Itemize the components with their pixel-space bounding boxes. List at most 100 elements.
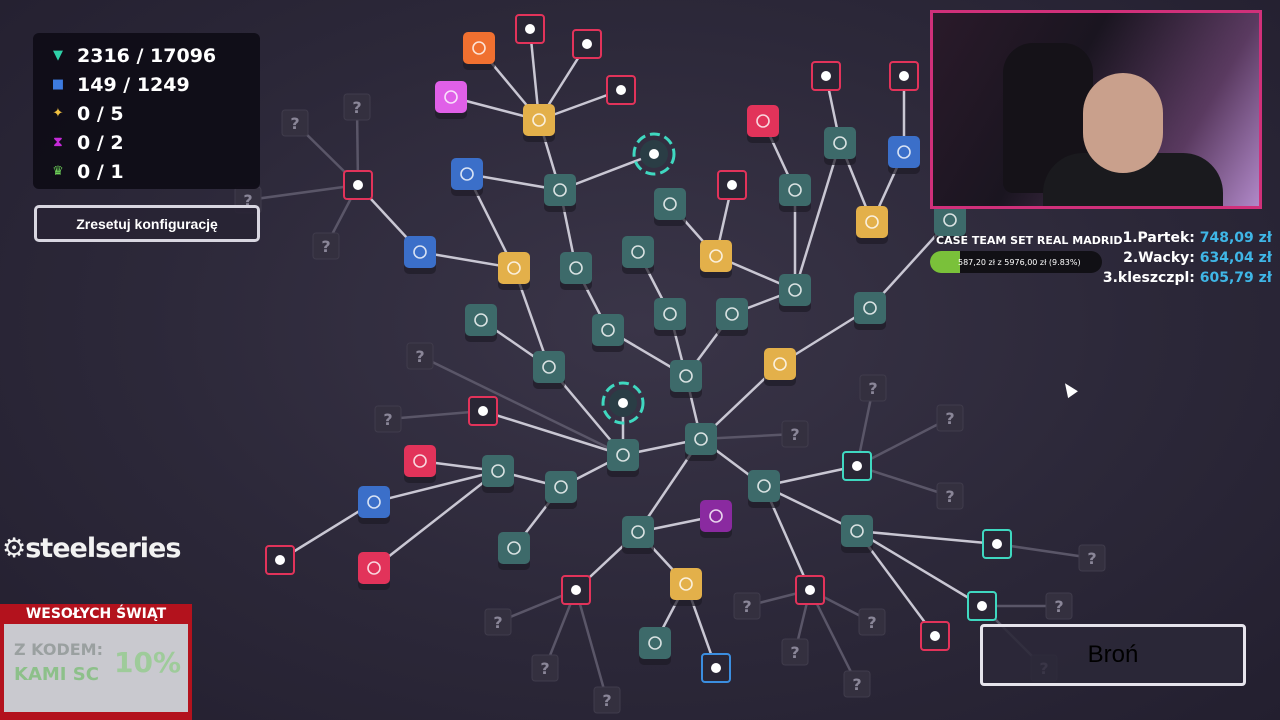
skill-icon (616, 448, 630, 462)
locked-node[interactable] (843, 670, 871, 698)
skill-icon (413, 245, 427, 259)
active-node-ring (601, 381, 645, 425)
skill-icon (569, 261, 583, 275)
skill-node-t5[interactable] (560, 252, 592, 284)
stat-row: ⧗0 / 2 (51, 128, 260, 157)
leaderboard-row: 3.kleszczpl: 605,79 zł (1102, 270, 1272, 286)
skill-icon (413, 454, 427, 468)
reset-config-button[interactable]: Zresetuj konfigurację (34, 205, 260, 242)
skill-node-b2[interactable] (451, 158, 483, 190)
skill-icon (821, 71, 831, 81)
webcam-overlay (930, 10, 1262, 209)
locked-node[interactable] (936, 404, 964, 432)
locked-node[interactable] (343, 93, 371, 121)
skill-node-t23[interactable] (639, 627, 671, 659)
skill-node-g3[interactable] (700, 240, 732, 272)
skill-node-r3[interactable] (358, 552, 390, 584)
skill-icon (460, 167, 474, 181)
locked-node[interactable] (781, 420, 809, 448)
stat-value: 149 / 1249 (77, 73, 190, 96)
skill-node-t22[interactable] (498, 532, 530, 564)
locked-node[interactable] (312, 232, 340, 260)
skill-node-t13[interactable] (533, 351, 565, 383)
locked-node[interactable] (1045, 592, 1073, 620)
green-crown-icon: ♛ (52, 164, 64, 179)
skill-icon (582, 39, 592, 49)
locked-node-label: ? (493, 613, 502, 632)
locked-node[interactable] (733, 592, 761, 620)
locked-node[interactable] (593, 686, 621, 714)
skill-node-r2[interactable] (404, 445, 436, 477)
skill-node-t7[interactable] (592, 314, 624, 346)
skill-node-t15[interactable] (685, 423, 717, 455)
skill-node-t8[interactable] (654, 298, 686, 330)
skill-icon (554, 480, 568, 494)
skill-node-t16[interactable] (607, 439, 639, 471)
skill-node-t6[interactable] (622, 236, 654, 268)
tree-connection (373, 469, 499, 504)
skill-icon (472, 41, 486, 55)
skill-node-b4[interactable] (358, 486, 390, 518)
skill-icon (943, 213, 957, 227)
skill-node-b3[interactable] (404, 236, 436, 268)
skill-node-t24[interactable] (934, 204, 966, 236)
locked-node[interactable] (1078, 544, 1106, 572)
skill-node-t10[interactable] (779, 274, 811, 306)
skill-node-b1[interactable] (888, 136, 920, 168)
skill-icon (478, 406, 488, 416)
locked-node[interactable] (374, 405, 402, 433)
skill-node-g4[interactable] (856, 206, 888, 238)
locked-node[interactable] (531, 654, 559, 682)
skill-node-t2[interactable] (654, 188, 686, 220)
skill-icon (930, 631, 940, 641)
skill-node-t20[interactable] (841, 515, 873, 547)
skill-node-t14[interactable] (670, 360, 702, 392)
skill-node-v1[interactable] (700, 500, 732, 532)
skill-node-g5[interactable] (764, 348, 796, 380)
skill-node-t1[interactable] (544, 174, 576, 206)
locked-node[interactable] (858, 608, 886, 636)
locked-node-label: ? (945, 487, 954, 506)
locked-node[interactable] (281, 109, 309, 137)
locked-node-label: ? (1087, 549, 1096, 568)
locked-node[interactable] (859, 374, 887, 402)
skill-node-t9[interactable] (716, 298, 748, 330)
skill-node-g1[interactable] (523, 104, 555, 136)
skill-node-t19[interactable] (748, 470, 780, 502)
skill-icon (899, 71, 909, 81)
skill-icon (788, 283, 802, 297)
skill-node-t18[interactable] (482, 455, 514, 487)
category-weapon-button[interactable]: Broń (980, 624, 1246, 686)
skill-node-t12[interactable] (465, 304, 497, 336)
skill-icon (275, 555, 285, 565)
skill-icon (491, 464, 505, 478)
skill-node-t3[interactable] (779, 174, 811, 206)
tree-connection (373, 470, 499, 569)
locked-node[interactable] (781, 638, 809, 666)
skill-node-t4[interactable] (824, 127, 856, 159)
tree-connection (856, 464, 951, 498)
promo-code: KAMI SC (14, 664, 99, 685)
promo-title: WESOŁYCH ŚWIĄT (25, 606, 167, 622)
locked-node[interactable] (484, 608, 512, 636)
locked-node[interactable] (936, 482, 964, 510)
skill-node-g2[interactable] (498, 252, 530, 284)
stat-value: 2316 / 17096 (77, 44, 217, 67)
tree-connection (808, 589, 859, 685)
skill-node-p1[interactable] (435, 81, 467, 113)
skill-node-o1[interactable] (463, 32, 495, 64)
locked-node[interactable] (406, 342, 434, 370)
skill-icon (663, 307, 677, 321)
locked-node-label: ? (243, 191, 252, 210)
skill-icon (977, 601, 987, 611)
skill-node-r1[interactable] (747, 105, 779, 137)
skill-node-g6[interactable] (670, 568, 702, 600)
skill-node-t17[interactable] (545, 471, 577, 503)
skill-node-t11[interactable] (854, 292, 886, 324)
skill-icon (757, 479, 771, 493)
case-progress-bar: 587,20 zł z 5976,00 zł (9.83%) (930, 251, 1102, 273)
skill-icon (367, 561, 381, 575)
skill-node-t21[interactable] (622, 516, 654, 548)
skill-icon (863, 301, 877, 315)
